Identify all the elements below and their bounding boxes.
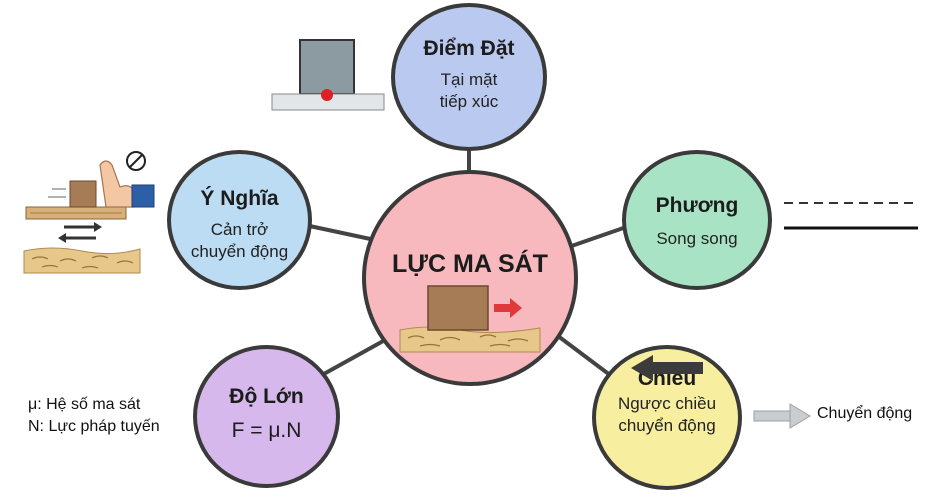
connector-do-lon xyxy=(321,338,386,377)
diem-dat-line-2: tiếp xúc xyxy=(439,92,499,111)
connector-y-nghia xyxy=(304,223,376,242)
hand-push-block-icon xyxy=(23,151,155,274)
diem-dat-title: Điểm Đặt xyxy=(423,37,515,60)
diem-dat-line-1: Tại mặt xyxy=(440,70,498,89)
center-node: LỰC MA SÁT xyxy=(362,170,578,386)
center-title: LỰC MA SÁT xyxy=(392,250,548,278)
legend-mu: μ: Hệ số ma sát xyxy=(28,396,141,413)
legend-n: N: Lực pháp tuyến xyxy=(28,418,160,435)
diem-dat-node: Điểm Đặt Tại mặt tiếp xúc xyxy=(391,3,547,151)
contact-point-icon xyxy=(271,39,385,111)
do-lon-title: Độ Lớn xyxy=(229,385,304,408)
phuong-line-1: Song song xyxy=(656,229,738,248)
motion-arrow-icon xyxy=(753,403,811,429)
do-lon-formula: F = μ.N xyxy=(231,419,302,442)
do-lon-node: Độ Lớn F = μ.N xyxy=(193,345,340,488)
phuong-node: Phương Song song xyxy=(622,150,772,290)
parallel-lines-icon xyxy=(784,202,918,230)
chieu-line-2: chuyển động xyxy=(618,416,716,435)
y-nghia-title: Ý Nghĩa xyxy=(200,187,279,210)
y-nghia-line-2: chuyển động xyxy=(190,242,289,261)
left-arrow-icon xyxy=(631,355,703,381)
chieu-line-1: Ngược chiều xyxy=(617,394,717,413)
block-on-sand-icon xyxy=(399,285,541,353)
phuong-title: Phương xyxy=(655,194,739,217)
y-nghia-line-1: Cản trở xyxy=(210,220,269,239)
motion-label: Chuyển động xyxy=(817,405,913,422)
chieu-node: Chiều Ngược chiều chuyển động xyxy=(592,345,742,490)
y-nghia-node: Ý Nghĩa Cản trở chuyển động xyxy=(167,150,312,290)
